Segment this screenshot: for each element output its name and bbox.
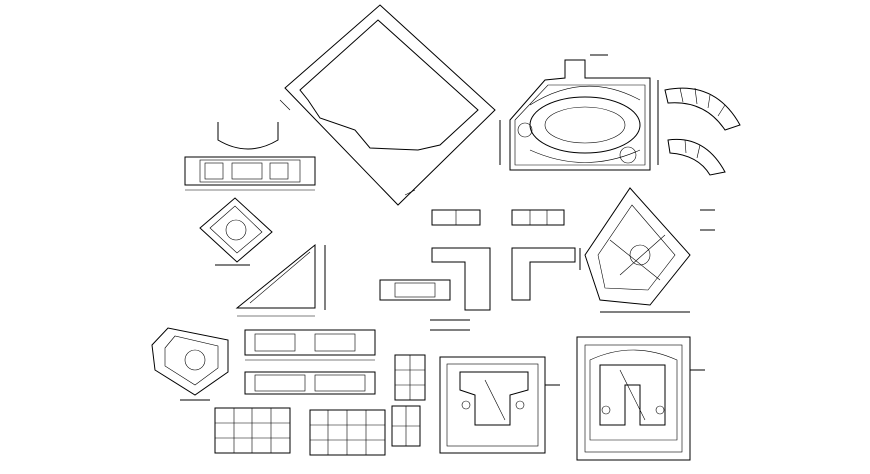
ceiling-plan-top-right	[499, 54, 659, 171]
hexagon-plan	[151, 327, 229, 401]
small-diamond-plan	[199, 197, 273, 266]
furniture-details	[379, 209, 581, 311]
rotated-room-outline	[279, 4, 496, 206]
ceiling-plan-bottom-right	[576, 336, 705, 461]
wall-elevations	[244, 329, 376, 395]
ceiling-plan-bottom-left	[439, 356, 560, 454]
counter-elevation-left	[184, 122, 316, 191]
triangle-section	[235, 243, 326, 317]
grid-elevations	[214, 319, 470, 456]
diamond-floor-plan	[584, 187, 715, 313]
curved-stair-detail	[664, 87, 741, 176]
